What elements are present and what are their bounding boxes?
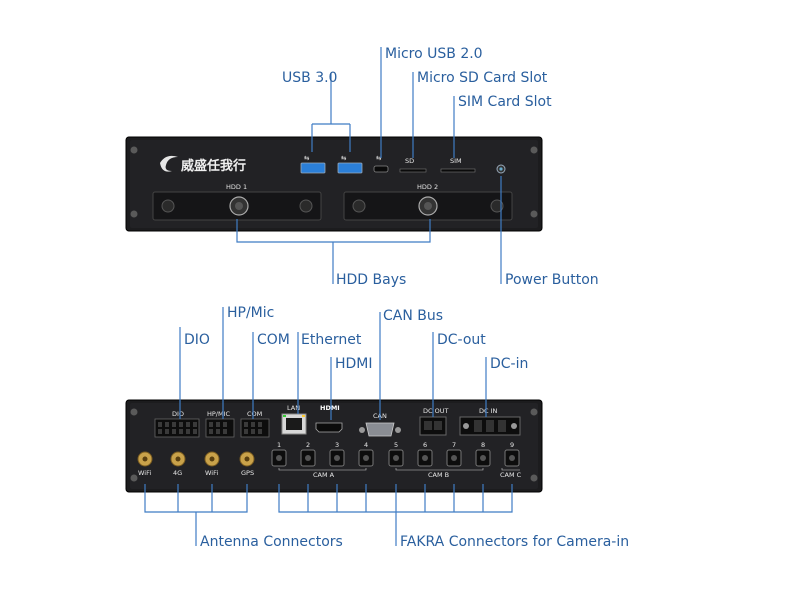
antenna-label: WiFi: [205, 469, 218, 477]
fakra-6: 6: [417, 441, 433, 467]
callout-antenna-connectors: Antenna Connectors: [200, 534, 343, 550]
antenna-label: WiFi: [138, 469, 151, 477]
screw: [530, 474, 538, 482]
cam-c-label: CAM C: [500, 471, 522, 479]
screw: [130, 474, 138, 482]
callout-hp-mic: HP/Mic: [227, 305, 274, 321]
callout-sim-slot: SIM Card Slot: [458, 94, 552, 110]
hdd-bay-2: HDD 2: [343, 183, 513, 221]
hdd1-label: HDD 1: [226, 183, 247, 191]
logo-swirl-icon: [160, 155, 178, 172]
fakra-number: 7: [452, 441, 456, 449]
screw: [530, 408, 538, 416]
usb3-port-1: ⇆: [300, 154, 326, 174]
callout-hdd-bays: HDD Bays: [336, 272, 406, 288]
antenna-label: 4G: [173, 469, 182, 477]
screw: [530, 210, 538, 218]
fakra-2: 2: [300, 441, 316, 467]
fakra-number: 9: [510, 441, 514, 449]
antenna-label: GPS: [241, 469, 254, 477]
dc-out-connector: DC OUT: [419, 407, 448, 436]
callout-hdmi: HDMI: [335, 356, 373, 372]
com-label: COM: [247, 410, 262, 418]
fakra-number: 4: [364, 441, 368, 449]
cam-a-label: CAM A: [313, 471, 335, 479]
screw: [130, 146, 138, 154]
callout-power-button: Power Button: [505, 272, 599, 288]
brand-logo: 威盛任我行: [160, 155, 246, 174]
screw: [130, 408, 138, 416]
fakra-8: 8: [475, 441, 491, 467]
power-button: [496, 164, 506, 174]
com-connector: COM: [240, 410, 270, 438]
antenna-connectors: WiFi 4G WiFi GPS: [137, 451, 255, 477]
callout-usb3: USB 3.0: [282, 70, 337, 86]
callout-dc-out: DC-out: [437, 332, 486, 348]
screw: [130, 210, 138, 218]
antenna-gps: GPS: [239, 451, 255, 477]
fakra-4: 4: [358, 441, 374, 467]
micro-sd-slot: SD: [399, 157, 427, 173]
sim-slot: SIM: [440, 157, 476, 173]
fakra-5: 5: [388, 441, 404, 467]
fakra-1: 1: [271, 441, 287, 467]
micro-usb-port: ⇆: [373, 154, 389, 173]
hdd-bay-1: HDD 1: [152, 183, 322, 221]
dc-in-connector: DC IN: [459, 407, 521, 436]
usb-symbol-icon: ⇆: [376, 154, 382, 162]
fakra-number: 3: [335, 441, 339, 449]
callout-dc-in: DC-in: [490, 356, 528, 372]
lan-label: LAN: [287, 404, 300, 412]
front-leader-lines: [236, 47, 502, 284]
ethernet-port: LAN: [281, 404, 307, 435]
hdd2-label: HDD 2: [417, 183, 438, 191]
dcin-label: DC IN: [479, 407, 498, 415]
usb-symbol-icon: ⇆: [304, 154, 310, 162]
antenna-wifi-2: WiFi: [204, 451, 220, 477]
hp-mic-connector: HP/MIC: [205, 410, 235, 438]
callout-micro-usb: Micro USB 2.0: [385, 46, 483, 62]
rear-panel: DIO HP/MIC COM LAN: [125, 399, 543, 493]
fakra-number: 5: [394, 441, 398, 449]
fakra-number: 2: [306, 441, 310, 449]
antenna-4g: 4G: [170, 451, 186, 477]
fakra-number: 6: [423, 441, 427, 449]
screw: [530, 146, 538, 154]
callout-ethernet: Ethernet: [301, 332, 362, 348]
callout-fakra-connectors: FAKRA Connectors for Camera-in: [400, 534, 629, 550]
callout-can-bus: CAN Bus: [383, 308, 443, 324]
usb-symbol-icon: ⇆: [341, 154, 347, 162]
antenna-wifi-1: WiFi: [137, 451, 153, 477]
fakra-9: 9: [504, 441, 520, 467]
dio-label: DIO: [172, 410, 184, 418]
usb3-port-2: ⇆: [337, 154, 363, 174]
brand-name: 威盛任我行: [181, 158, 246, 174]
hdmi-port: HDMI: [315, 404, 343, 433]
callout-micro-sd: Micro SD Card Slot: [417, 70, 548, 86]
callout-com: COM: [257, 332, 290, 348]
hpmic-label: HP/MIC: [207, 410, 231, 418]
hdmi-label: HDMI: [320, 404, 340, 412]
front-panel: 威盛任我行 ⇆ ⇆ ⇆ SD SIM: [125, 136, 543, 232]
sd-label: SD: [405, 157, 414, 165]
rear-leader-lines: [144, 307, 513, 546]
cam-b-label: CAM B: [428, 471, 449, 479]
fakra-connectors: 1 2 3 4 5 6 7 8 9 CAM A CAM B CAM C: [271, 441, 522, 479]
fakra-7: 7: [446, 441, 462, 467]
fakra-number: 1: [277, 441, 281, 449]
dcout-label: DC OUT: [423, 407, 448, 415]
dio-connector: DIO: [154, 410, 200, 438]
fakra-number: 8: [481, 441, 485, 449]
sim-label: SIM: [450, 157, 462, 165]
callout-dio: DIO: [184, 332, 210, 348]
fakra-3: 3: [329, 441, 345, 467]
